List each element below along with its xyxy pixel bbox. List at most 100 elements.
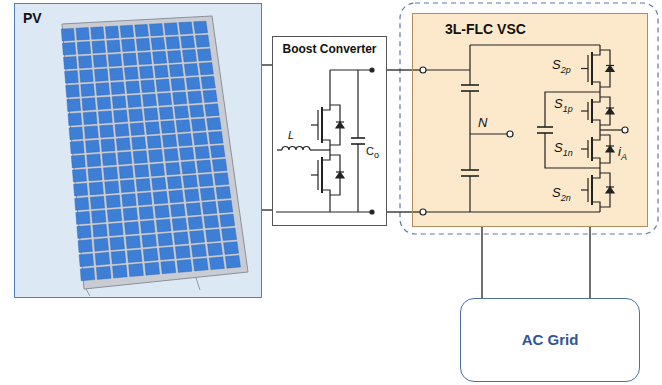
solar-cell [146,122,160,135]
solar-cell [105,181,119,194]
solar-cell [93,55,107,68]
solar-cell [197,49,211,61]
solar-cell [119,166,133,179]
grid-box: AC Grid [460,298,640,382]
solar-cell [122,39,136,52]
solar-cell [83,112,97,125]
solar-cell [174,232,189,245]
ac-terminal [622,127,628,133]
mosfet-channel [591,52,593,85]
solar-cell [205,104,219,117]
solar-cell [62,43,75,56]
wire [329,200,330,212]
solar-cell [70,141,84,154]
mosfet-source [592,158,600,168]
wire [469,176,470,212]
mosfet-channel [591,175,593,205]
solar-cell [193,133,208,146]
vsc-dashed-outline [400,3,658,234]
solar-cell [110,68,124,81]
solar-cell [201,76,215,88]
solar-cell [151,38,165,50]
dc-terminal [420,67,426,73]
solar-cell [100,125,114,138]
neutral-terminal [507,131,513,137]
solar-cell [220,214,235,227]
solar-cell [71,155,85,168]
solar-cell [112,96,126,109]
wire [545,133,600,168]
solar-cell [142,234,157,247]
node-title: PV [23,10,253,26]
mosfet-gate-lead [581,148,588,149]
solar-cell [186,203,201,216]
solar-cell [216,187,231,200]
vsc-schematic [412,45,628,215]
solar-cell [123,208,137,221]
mosfet-gate-lead [581,110,588,111]
terminal-dot [370,210,374,214]
mosfet-drain [322,150,330,160]
mosfet-drain [592,130,600,140]
solar-cell [87,154,101,167]
boost-schematic [276,68,374,214]
mosfet-drain [592,45,600,55]
solar-cell [209,257,224,270]
wire [330,69,370,70]
solar-cell [208,243,223,256]
wire [357,144,358,212]
solar-cell [188,91,202,104]
boost-fill [272,36,387,226]
solar-cell [127,95,141,108]
solar-cell [153,191,168,204]
wire-connector [262,64,272,65]
solar-cell [65,71,79,84]
solar-cell [125,222,140,235]
capacitor-plate [461,84,479,86]
wire [412,69,420,70]
solar-cell [147,136,161,149]
mosfet-gate-lead [311,174,318,175]
vsc-fill [412,13,648,227]
solar-cell [92,210,106,223]
solar-cell [111,251,126,264]
solar-cell [149,150,163,163]
solar-cell [67,99,81,112]
solar-cell [195,146,210,159]
solar-cell [204,215,219,228]
dc-rail [470,44,600,45]
solar-cell [200,188,215,201]
solar-cell [180,147,195,160]
solar-cell [183,175,198,188]
capacitor-label: Co [366,146,379,160]
neutral-label: N [478,116,487,129]
solar-cell [133,151,147,164]
solar-cell [77,226,91,239]
solar-cell [143,248,158,261]
solar-cell [191,244,206,257]
solar-cell [202,202,217,215]
solar-cell [77,42,91,55]
solar-cell [111,82,125,95]
mosfet-source [592,202,600,212]
solar-cell [115,124,129,137]
wire [469,91,470,170]
solar-cell [156,219,171,232]
solar-cell [159,247,174,260]
solar-cell [135,24,149,36]
solar-cell [107,209,121,222]
node-title: AC Grid [465,331,635,348]
solar-cell [184,63,198,75]
solar-cell [96,266,111,279]
solar-cell [132,137,146,150]
solar-cell [138,193,153,206]
diode [606,146,614,152]
solar-cell [92,41,106,54]
diode [336,172,344,178]
wire [470,133,507,134]
wire-connector [589,227,590,298]
solar-cell [109,223,123,236]
